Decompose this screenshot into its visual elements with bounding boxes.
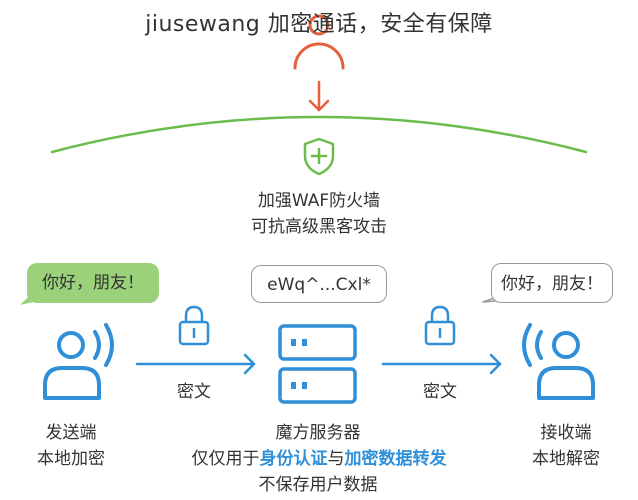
receiver-label: 接收端 <box>540 423 592 443</box>
attacker-icon <box>293 14 345 70</box>
arrow-right-icon <box>135 353 256 375</box>
server-icon <box>278 324 357 404</box>
arrow-down-icon <box>308 80 330 112</box>
lock-icon <box>178 305 210 346</box>
server-desc-and: 与 <box>327 449 345 469</box>
sender-label: 发送端 <box>45 423 97 443</box>
server-description-line2: 不保存用户数据 <box>258 475 378 495</box>
sender-message-bubble: 你好，朋友！ <box>27 263 159 303</box>
firewall-arc <box>50 115 588 154</box>
page-title: jiusewang 加密通话，安全有保障 <box>145 12 493 37</box>
receiver-user-icon <box>522 323 595 400</box>
server-desc-forward: 加密数据转发 <box>344 449 447 469</box>
sender-sublabel: 本地加密 <box>37 449 105 469</box>
arrow-right-icon <box>381 353 502 375</box>
server-desc-prefix: 仅仅用于 <box>191 449 260 469</box>
sender-user-icon <box>43 323 114 400</box>
receiver-sublabel: 本地解密 <box>532 449 600 469</box>
waf-line1: 加强WAF防火墙 <box>257 191 381 211</box>
waf-line2: 可抗高级黑客攻击 <box>251 217 387 237</box>
server-description: 仅仅用于身份认证与加密数据转发 <box>160 444 478 469</box>
server-desc-auth: 身份认证 <box>259 449 328 469</box>
shield-plus-icon <box>303 137 335 176</box>
receiver-message-bubble: 你好，朋友！ <box>491 263 613 303</box>
link-label-right: 密文 <box>423 382 457 402</box>
lock-icon <box>424 305 456 346</box>
link-label-left: 密文 <box>177 382 211 402</box>
ciphertext-bubble: eWq^...Cxl* <box>251 265 387 303</box>
server-label: 魔方服务器 <box>275 423 361 443</box>
